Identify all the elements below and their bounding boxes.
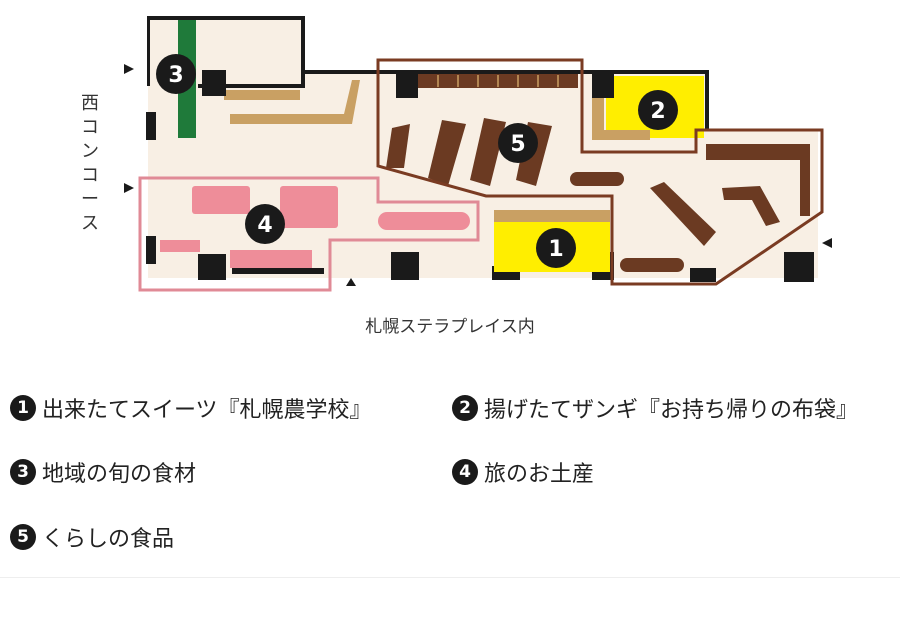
marker-5: 5 bbox=[498, 123, 538, 163]
marker-1-label: 1 bbox=[548, 237, 563, 262]
marker-1: 1 bbox=[536, 228, 576, 268]
legend-number: 1 bbox=[10, 395, 36, 421]
area-1-counter bbox=[494, 210, 610, 222]
area-4-outline bbox=[138, 176, 480, 292]
legend-number: 5 bbox=[10, 524, 36, 550]
legend-item-1: 1 出来たてスイーツ『札幌農学校』 bbox=[10, 392, 372, 424]
marker-5-label: 5 bbox=[510, 132, 525, 157]
legend-text: 出来たてスイーツ『札幌農学校』 bbox=[42, 398, 372, 423]
legend-item-4: 4 旅のお土産 bbox=[452, 456, 594, 488]
legend-text: くらしの食品 bbox=[42, 527, 175, 552]
legend-number: 4 bbox=[452, 459, 478, 485]
legend-number: 2 bbox=[452, 395, 478, 421]
legend-text: 揚げたてザンギ『お持ち帰りの布袋』 bbox=[484, 398, 859, 423]
area-2-counter bbox=[592, 98, 650, 140]
legend-item-2: 2 揚げたてザンギ『お持ち帰りの布袋』 bbox=[452, 392, 858, 424]
tan-counter-2 bbox=[230, 80, 360, 124]
legend-text: 旅のお土産 bbox=[484, 462, 595, 487]
pink-shelves bbox=[160, 186, 470, 268]
west-concourse-label: 西 コ ン コ ー ス bbox=[81, 93, 99, 234]
legend-number: 3 bbox=[10, 459, 36, 485]
entrance-arrows bbox=[124, 64, 832, 286]
legend-text: 地域の旬の食材 bbox=[42, 462, 197, 487]
floor-map: 3 2 5 4 1 bbox=[124, 16, 832, 292]
map-caption: 札幌ステラプレイス内 bbox=[365, 317, 535, 337]
pillars bbox=[146, 70, 814, 282]
marker-4-label: 4 bbox=[257, 213, 272, 238]
marker-3: 3 bbox=[156, 54, 196, 94]
marker-4: 4 bbox=[245, 204, 285, 244]
marker-3-label: 3 bbox=[168, 63, 183, 88]
tan-counter-1 bbox=[224, 90, 300, 100]
brown-shelves bbox=[386, 118, 810, 272]
marker-2: 2 bbox=[638, 90, 678, 130]
area-5-outline bbox=[376, 58, 824, 286]
walls bbox=[147, 16, 709, 130]
marker-2-label: 2 bbox=[650, 99, 665, 124]
legend-item-5: 5 くらしの食品 bbox=[10, 521, 174, 553]
legend-item-3: 3 地域の旬の食材 bbox=[10, 456, 196, 488]
divider bbox=[0, 577, 900, 578]
